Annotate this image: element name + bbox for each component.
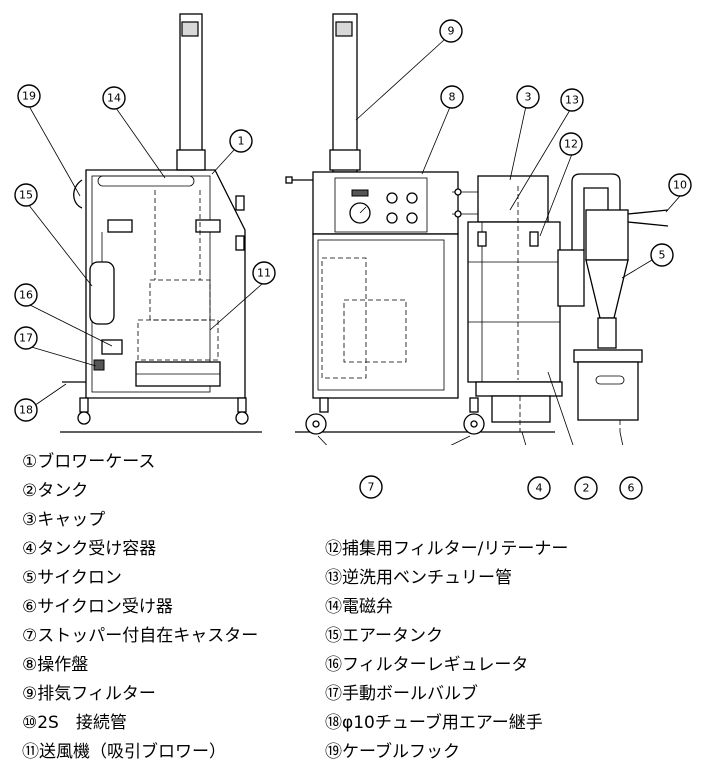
callout-3: 3 — [516, 85, 540, 109]
callout-17: 17 — [14, 326, 38, 350]
legend-item: ⑫捕集用フィルター/リテーナー — [325, 539, 569, 559]
legend-item: ⑧操作盤 — [22, 655, 89, 675]
callout-label: 16 — [19, 289, 33, 302]
legend-item: ⑮エアータンク — [325, 626, 443, 646]
callout-label: 10 — [673, 179, 687, 192]
legend-item: ⑰手動ボールバルブ — [325, 684, 478, 704]
callout-label: 18 — [19, 404, 33, 417]
equipment-diagram: 19 14 1 15 11 16 17 18 9 8 3 13 12 10 5 — [14, 13, 692, 445]
callout-13: 13 — [560, 88, 584, 112]
legend-item: ⑬逆洗用ベンチュリー管 — [325, 568, 512, 588]
callout-11: 11 — [252, 261, 276, 285]
callout-label: 11 — [257, 267, 271, 280]
callout-2: 2 — [574, 476, 598, 500]
callout-15: 15 — [14, 183, 38, 207]
legend-item: ⑩2S 接続管 — [22, 713, 127, 733]
callout-label: 17 — [19, 332, 33, 345]
callout-label: 4 — [536, 482, 543, 495]
legend-item: ①ブロワーケース — [22, 452, 156, 472]
callout-9: 9 — [439, 19, 463, 43]
callout-7: 7 — [359, 475, 383, 499]
legend-item: ②タンク — [22, 481, 89, 501]
callout-4: 4 — [527, 476, 551, 500]
legend-item: ⑯フィルターレギュレータ — [325, 655, 529, 675]
callout-label: 7 — [368, 481, 375, 494]
legend-item: ⑲ケーブルフック — [325, 742, 460, 762]
legend-item: ⑪送風機（吸引ブロワー） — [22, 742, 226, 762]
callout-label: 8 — [449, 91, 456, 104]
parts-legend-left: ①ブロワーケース ②タンク ③キャップ ④タンク受け容器 ⑤サイクロン ⑥サイク… — [22, 448, 258, 767]
callout-12: 12 — [559, 132, 583, 156]
side-view — [60, 13, 262, 433]
parts-legend-right: ⑫捕集用フィルター/リテーナー ⑬逆洗用ベンチュリー管 ⑭電磁弁 ⑮エアータンク… — [325, 535, 568, 767]
callout-label: 15 — [19, 189, 33, 202]
legend-item: ⑨排気フィルター — [22, 684, 156, 704]
callout-label: 2 — [583, 482, 590, 495]
legend-item: ⑥サイクロン受け器 — [22, 597, 173, 617]
callout-14: 14 — [102, 86, 126, 110]
callout-10: 10 — [668, 173, 692, 197]
front-view — [285, 13, 669, 435]
callout-label: 1 — [238, 135, 245, 148]
callout-label: 12 — [564, 138, 578, 151]
callout-16: 16 — [14, 283, 38, 307]
callout-1: 1 — [229, 129, 253, 153]
callout-18: 18 — [14, 398, 38, 422]
legend-item: ⑭電磁弁 — [325, 597, 393, 617]
callout-label: 13 — [565, 94, 579, 107]
callout-label: 14 — [107, 92, 121, 105]
callout-label: 3 — [525, 91, 532, 104]
bottom-callouts: 7 4 2 6 — [359, 475, 643, 500]
callout-label: 6 — [628, 482, 635, 495]
callout-19: 19 — [17, 84, 41, 108]
legend-item: ④タンク受け容器 — [22, 539, 157, 559]
callout-label: 19 — [22, 90, 36, 103]
callout-6: 6 — [619, 476, 643, 500]
callout-5: 5 — [650, 243, 674, 267]
legend-item: ③キャップ — [22, 510, 106, 530]
legend-item: ⑱φ10チューブ用エアー継手 — [325, 713, 543, 733]
callout-label: 9 — [448, 25, 455, 38]
leader-lines — [27, 39, 681, 445]
legend-item: ⑤サイクロン — [22, 568, 122, 588]
legend-item: ⑦ストッパー付自在キャスター — [22, 626, 259, 646]
callout-label: 5 — [659, 249, 666, 262]
callout-8: 8 — [440, 85, 464, 109]
